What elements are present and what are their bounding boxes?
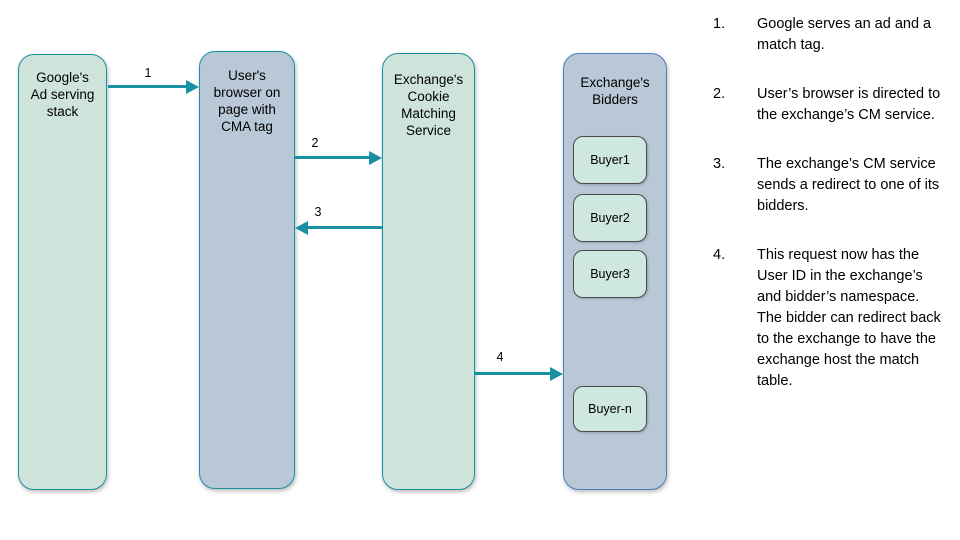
node-exchange-bidders-label: Exchange's Bidders [580,75,650,107]
node-user-browser-label: User's browser on page with CMA tag [213,68,281,134]
node-exchange-bidders: Exchange's Bidders Buyer1 Buyer2 Buyer3 … [563,53,667,490]
arrow-1-label: 1 [144,66,152,80]
arrowhead-right-icon [550,366,563,381]
arrow-4 [475,366,563,381]
buyer-3-box: Buyer3 [573,250,647,298]
step-text: User’s browser is directed to the exchan… [757,86,941,123]
node-google-ad-stack: Google's Ad serving stack [18,54,107,490]
arrow-2-label: 2 [311,136,319,150]
arrowhead-left-icon [295,220,308,235]
node-google-ad-stack-label: Google's Ad serving stack [30,70,95,119]
step-item-1: 1. Google serves an ad and a match tag. [713,14,955,56]
step-number: 4. [713,247,726,263]
step-number: 1. [713,16,726,32]
step-number: 3. [713,156,726,172]
buyer-1-box: Buyer1 [573,136,647,184]
step-text: Google serves an ad and a match tag. [757,16,932,53]
arrowhead-right-icon [186,79,199,94]
step-list: 1. Google serves an ad and a match tag. … [713,14,955,420]
buyer-2-box: Buyer2 [573,194,647,242]
step-text: The exchange’s CM service sends a redire… [757,156,940,214]
node-user-browser: User's browser on page with CMA tag [199,51,295,489]
arrow-4-label: 4 [496,350,504,364]
arrow-3 [295,220,382,235]
arrowhead-right-icon [369,150,382,165]
node-cookie-matching-service-label: Exchange's Cookie Matching Service [393,72,464,138]
step-number: 2. [713,86,726,102]
node-cookie-matching-service: Exchange's Cookie Matching Service [382,53,475,490]
step-item-3: 3. The exchange’s CM service sends a red… [713,154,955,217]
arrow-3-label: 3 [314,205,322,219]
step-item-2: 2. User’s browser is directed to the exc… [713,84,955,126]
arrow-1 [108,79,199,94]
arrow-2 [295,150,382,165]
buyer-n-box: Buyer-n [573,386,647,432]
step-item-4: 4. This request now has the User ID in t… [713,245,955,392]
step-text: This request now has the User ID in the … [757,247,941,389]
